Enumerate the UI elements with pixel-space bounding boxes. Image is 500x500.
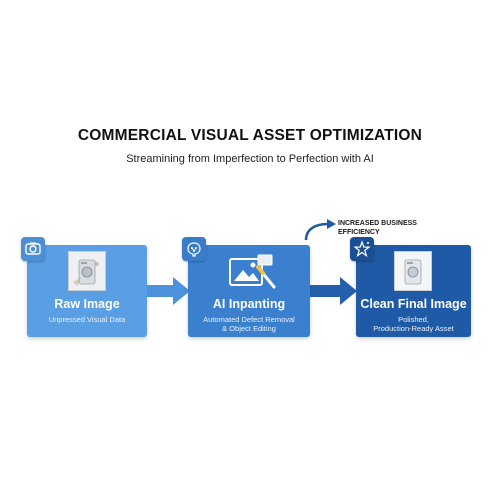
step-card-ai-inpainting: AI Inpanting Automated Defect Removal & … — [182, 237, 310, 337]
flow-arrow-2 — [310, 277, 357, 305]
raw-image-thumbnail — [68, 251, 106, 291]
clean-image-thumbnail — [394, 251, 432, 291]
step-subtitle: Polished, Production-Ready Asset — [373, 315, 454, 333]
image-editing-icon — [229, 254, 276, 289]
benefit-label: INCREASED BUSINESS EFFICIENCY — [338, 220, 417, 236]
step-title: Clean Final Image — [360, 297, 467, 311]
step-card-raw-image: Raw Image Unpressed Visual Data — [21, 237, 147, 337]
step-title: Raw Image — [54, 297, 120, 311]
ai-brain-icon — [182, 237, 206, 261]
page-subtitle: Streamining from Imperfection to Perfect… — [126, 153, 374, 165]
page-title: COMMERCIAL VISUAL ASSET OPTIMIZATION — [77, 127, 423, 144]
step-subtitle: Unpressed Visual Data — [48, 315, 126, 324]
sparkle-icon — [350, 237, 374, 261]
camera-icon — [21, 237, 45, 261]
flow-arrow-1 — [147, 277, 190, 305]
step-title: AI Inpanting — [212, 297, 286, 311]
step-card-clean-final-image: Clean Final Image Polished, Production-R… — [350, 237, 471, 337]
step-subtitle: Automated Defect Removal & Object Editin… — [203, 315, 295, 333]
curved-benefit-arrow — [304, 219, 336, 241]
